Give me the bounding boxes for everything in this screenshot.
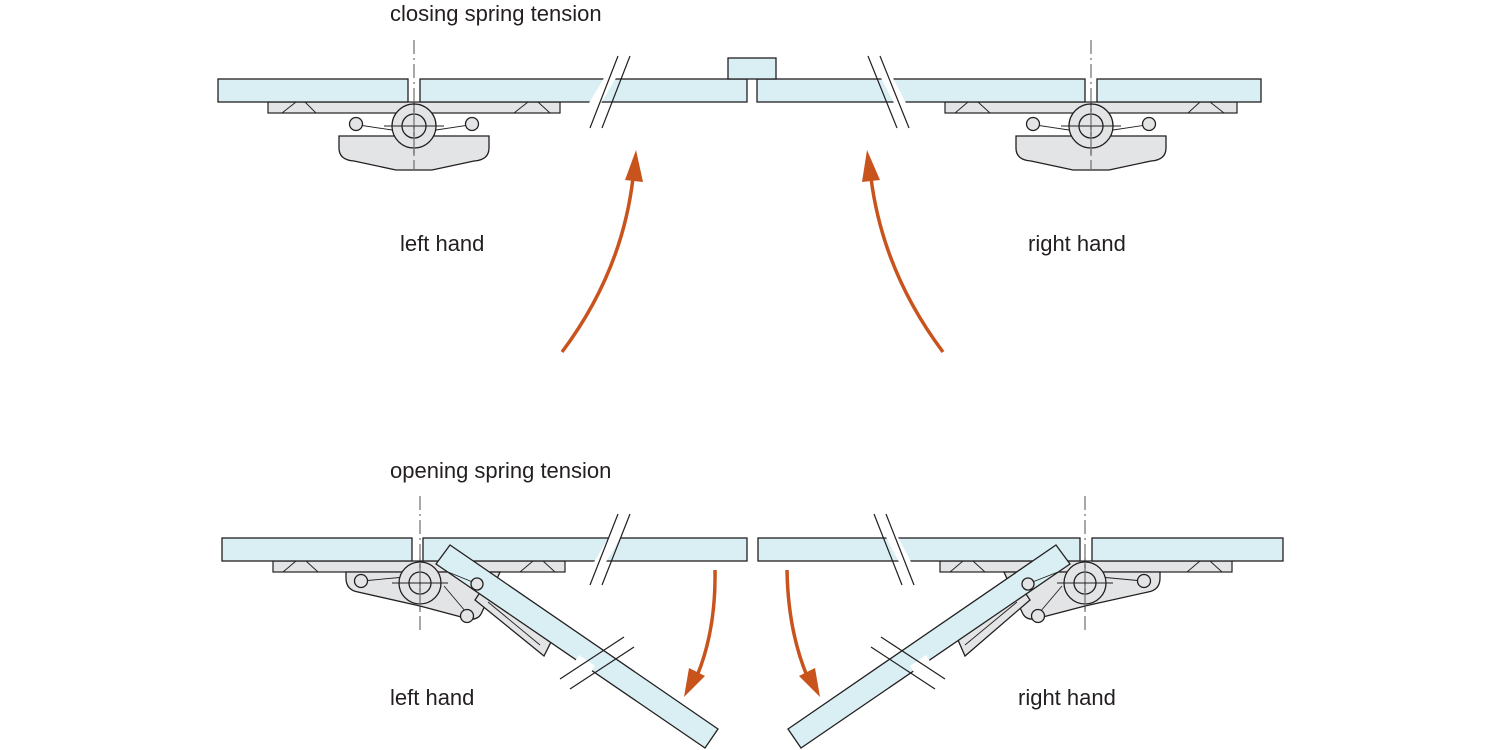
opening-right-top-glass [757, 537, 1081, 562]
closing-right-break-mark [867, 55, 910, 129]
closing-left-fixed-glass [217, 78, 409, 103]
opening-spring-diagram: opening spring tension [221, 458, 1284, 749]
opening-left-fixed-glass [221, 537, 413, 562]
opening-right-swung-door [787, 544, 1071, 749]
opening-right-break-mark [873, 513, 915, 586]
opening-left-hand-label: left hand [390, 685, 474, 710]
closing-door-stop [727, 57, 777, 80]
right-closing-arrow [862, 150, 945, 354]
closing-right-fixed-glass [1096, 78, 1262, 103]
opening-left-top-glass [422, 537, 748, 562]
closing-right-hand-label: right hand [1028, 231, 1126, 256]
closing-left-hand-label: left hand [400, 231, 484, 256]
opening-spring-title: opening spring tension [390, 458, 611, 483]
left-closing-arrow [560, 150, 643, 354]
left-opening-arrow [684, 569, 717, 697]
opening-left-break-mark [589, 513, 631, 586]
opening-right-hand-label: right hand [1018, 685, 1116, 710]
closing-left-break-mark [589, 55, 631, 129]
closing-left-door-glass [419, 78, 748, 103]
right-opening-arrow [785, 569, 820, 697]
closing-spring-diagram: closing spring tension [217, 1, 1262, 256]
closing-right-door-glass [756, 78, 1086, 103]
opening-left-swung-door [435, 544, 719, 749]
opening-right-fixed-glass [1091, 537, 1284, 562]
closing-spring-title: closing spring tension [390, 1, 602, 26]
